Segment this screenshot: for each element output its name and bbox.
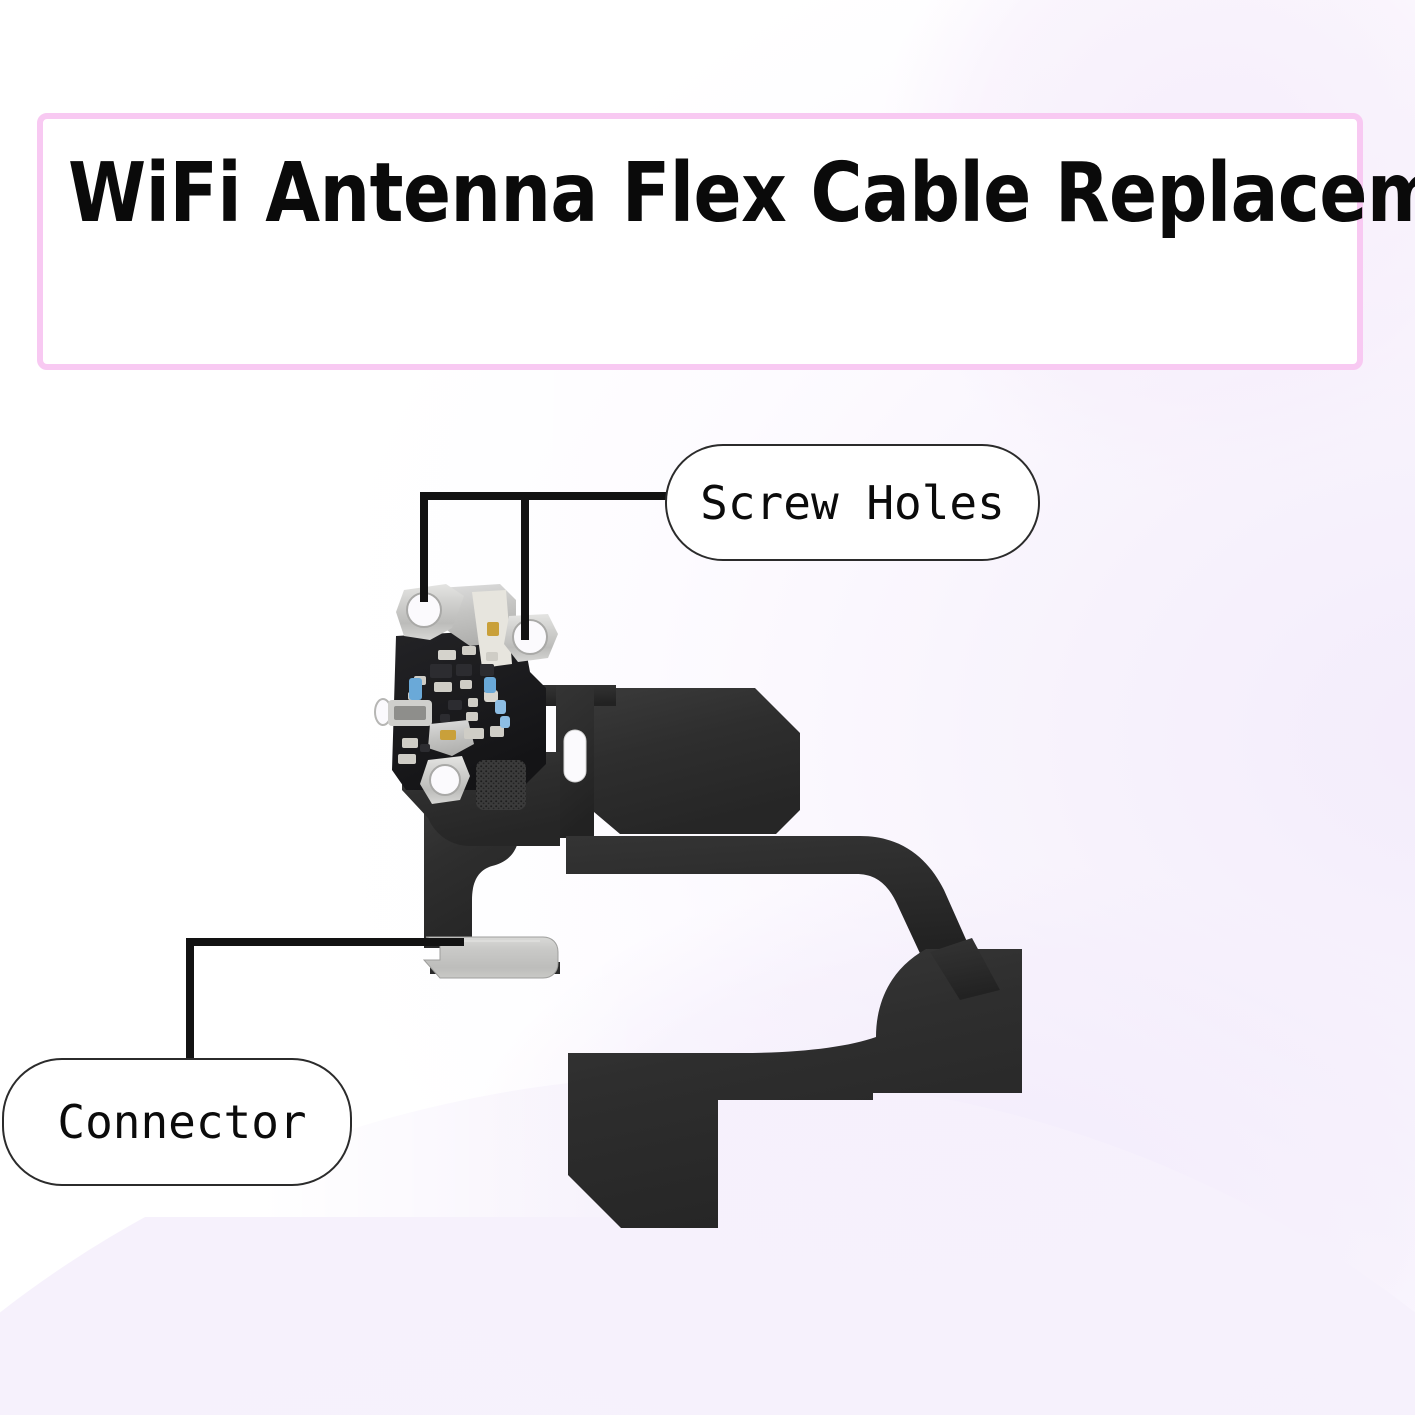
page-title: WiFi Antenna Flex Cable Replacement [68,146,1415,241]
callout-screw-holes[interactable]: Screw Holes [665,444,1040,561]
callout-connector-label: Connector [57,1095,307,1149]
screw-holes-leader-drop-right [521,492,529,640]
callout-screw-holes-label: Screw Holes [700,475,1005,530]
screw-holes-leader-drop-left [420,492,428,602]
connector-leader-vertical [186,938,194,1070]
connector-leader-horizontal [186,938,464,946]
screw-holes-leader-horizontal [420,492,678,500]
callout-connector[interactable]: Connector [2,1058,352,1186]
title-card: WiFi Antenna Flex Cable Replacement [37,113,1415,370]
